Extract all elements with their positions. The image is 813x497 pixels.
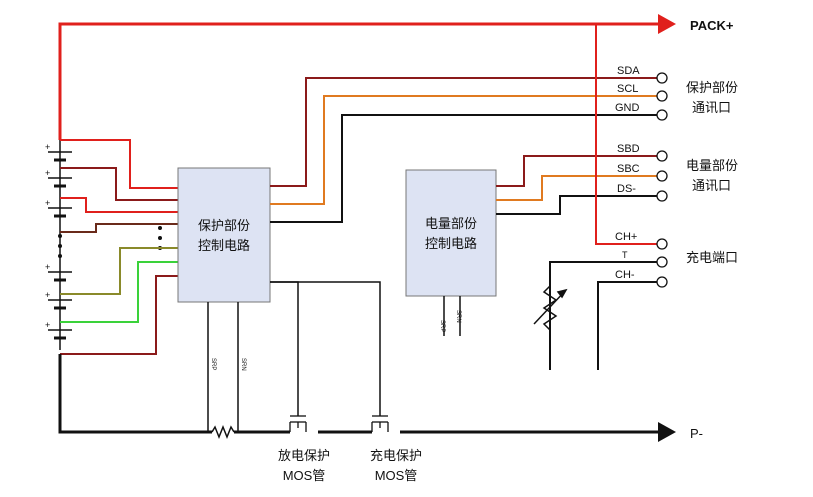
- sense-line-5: [60, 247, 178, 295]
- discharge-mos-label-2: MOS管: [283, 468, 326, 483]
- battery-cell: [48, 271, 72, 282]
- ds-line: [496, 195, 658, 215]
- gauge-port-title-2: 通讯口: [692, 179, 731, 194]
- protection-block-title-2: 控制电路: [198, 238, 250, 254]
- protection-srp-label: SRP: [210, 358, 216, 370]
- cell-plus: +: [45, 168, 50, 178]
- scl-line: [270, 95, 658, 205]
- charge-mos-label-1: 充电保护: [370, 448, 422, 464]
- cell-plus: +: [45, 320, 50, 330]
- protection-block-title-1: 保护部份: [198, 219, 250, 234]
- ds-label: DS-: [617, 183, 636, 195]
- gnd-line: [270, 114, 658, 223]
- battery-cell: [48, 329, 72, 340]
- sense-line-1: [60, 139, 178, 189]
- pack-plus-label: PACK+: [690, 18, 734, 33]
- charge-gate-line: [270, 281, 381, 416]
- gauge-control-block: [405, 169, 497, 297]
- protect-port-title-2: 通讯口: [692, 101, 731, 116]
- thermistor-icon: [533, 285, 568, 331]
- pack-plus-line: [58, 22, 660, 140]
- cell-sense-lines: [60, 139, 178, 355]
- protection-srn-label: SRN: [240, 358, 246, 371]
- protection-lower-lines: [207, 281, 381, 432]
- scl-terminal: [656, 90, 668, 102]
- ch-tick: T: [622, 250, 628, 260]
- scl-label: SCL: [617, 83, 638, 95]
- ch-minus-terminal: [656, 276, 668, 288]
- battery-cell: [48, 151, 72, 162]
- ch-plus-label: CH+: [615, 231, 637, 243]
- charge-mos-label-2: MOS管: [375, 468, 418, 483]
- sbc-line: [496, 175, 658, 201]
- protection-control-block: [177, 167, 271, 303]
- battery-cell: [48, 177, 72, 188]
- battery-cell: [48, 299, 72, 310]
- discharge-mos-label-1: 放电保护: [278, 449, 330, 464]
- charge-mosfet-icon: [371, 415, 389, 432]
- sda-terminal: [656, 72, 668, 84]
- gauge-port-title-1: 电量部份: [686, 159, 738, 174]
- protection-comm-lines: [270, 77, 658, 223]
- sbd-line: [496, 155, 658, 187]
- gauge-srp-label: SRP: [439, 320, 445, 332]
- gnd-label: GND: [615, 102, 640, 114]
- discharge-gate-line: [270, 281, 299, 416]
- charge-port-title: 充电端口: [686, 250, 738, 266]
- discharge-mosfet-icon: [289, 415, 307, 432]
- p-minus-label: P-: [690, 426, 703, 441]
- protect-port-title-1: 保护部份: [686, 81, 738, 96]
- p-minus-line: [58, 354, 660, 434]
- battery-cell: [48, 207, 72, 218]
- pack-plus-arrow-icon: [658, 14, 676, 34]
- sbc-label: SBC: [617, 163, 640, 175]
- ch-plus-line: [595, 24, 658, 245]
- charge-port-top-line: [549, 261, 658, 370]
- sbc-terminal: [656, 170, 668, 182]
- sense-line-4: [60, 223, 178, 233]
- ellipsis-dots: [58, 226, 162, 258]
- ch-minus-line: [597, 281, 658, 370]
- gnd-terminal: [656, 109, 668, 121]
- sense-resistor-icon: [211, 424, 235, 440]
- cell-plus: +: [45, 262, 50, 272]
- gauge-comm-lines: [496, 155, 658, 215]
- sense-line-6: [60, 261, 178, 323]
- cell-plus-marks: + + + + + +: [45, 142, 50, 330]
- ds-terminal: [656, 190, 668, 202]
- gauge-srn-label: SRN: [455, 310, 461, 323]
- sense-line-7: [60, 275, 178, 355]
- sbd-terminal: [656, 150, 668, 162]
- cell-plus: +: [45, 142, 50, 152]
- cell-plus: +: [45, 290, 50, 300]
- ch-plus-terminal: [656, 238, 668, 250]
- gauge-sense-pins: [443, 296, 461, 336]
- sense-line-2: [60, 167, 178, 201]
- ch-minus-label: CH-: [615, 269, 635, 281]
- gauge-block-title-2: 控制电路: [425, 236, 477, 252]
- terminals: [656, 72, 668, 288]
- cell-plus: +: [45, 198, 50, 208]
- gauge-block-title-1: 电量部份: [425, 217, 477, 232]
- p-minus-arrow-icon: [658, 422, 676, 442]
- sense-line-3: [60, 197, 178, 213]
- sda-line: [270, 77, 658, 187]
- charge-mid-terminal: [656, 256, 668, 268]
- charge-port-lines: [549, 24, 658, 370]
- sbd-label: SBD: [617, 143, 640, 155]
- sda-label: SDA: [617, 65, 640, 77]
